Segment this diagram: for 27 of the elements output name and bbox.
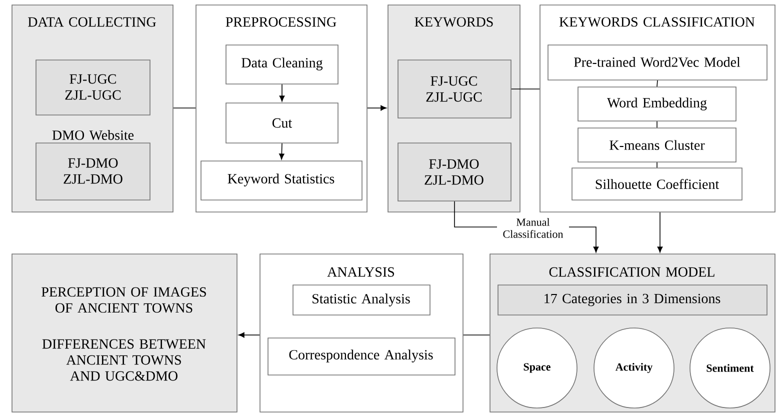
process-box: Cut (226, 102, 338, 144)
process-box: Word Embedding (578, 86, 736, 122)
process-box: Correspondence Analysis (268, 338, 456, 376)
arrow (657, 212, 663, 253)
process-box: 17 Categories in 3 Dimensions (498, 284, 768, 316)
process-box: Keyword Statistics (200, 160, 362, 200)
panel: PERCEPTION OF IMAGES OF ANCIENT TOWNS DIFFERENCES BETWEEN ANCIENT TOWNS AND UGC&DMO (12, 254, 238, 412)
process-box: Statistic Analysis (292, 284, 430, 316)
connector-line (511, 88, 540, 90)
process-box: Data Cleaning (226, 44, 338, 84)
connector-line (656, 162, 658, 168)
process-box: FJ-UGC ZJL-UGC (398, 60, 512, 118)
arrow (279, 84, 285, 102)
connector-line (656, 121, 658, 128)
process-box: Silhouette Coefficient (572, 168, 742, 200)
arrow (238, 332, 260, 338)
process-box: DMO Website FJ-DMO ZJL-DMO (36, 130, 150, 200)
connector-line (463, 334, 490, 336)
arrow (367, 105, 387, 111)
connector-line (656, 80, 658, 87)
process-box: FJ-DMO ZJL-DMO (398, 142, 512, 202)
arrow (279, 143, 284, 160)
edge-label: Manual Classification (497, 217, 569, 239)
process-box: FJ-UGC ZJL-UGC (36, 60, 150, 116)
node-label: DMO Website (52, 130, 134, 140)
process-box: Pre-trained Word2Vec Model (548, 44, 768, 80)
process-box: K-means Cluster (578, 128, 736, 162)
